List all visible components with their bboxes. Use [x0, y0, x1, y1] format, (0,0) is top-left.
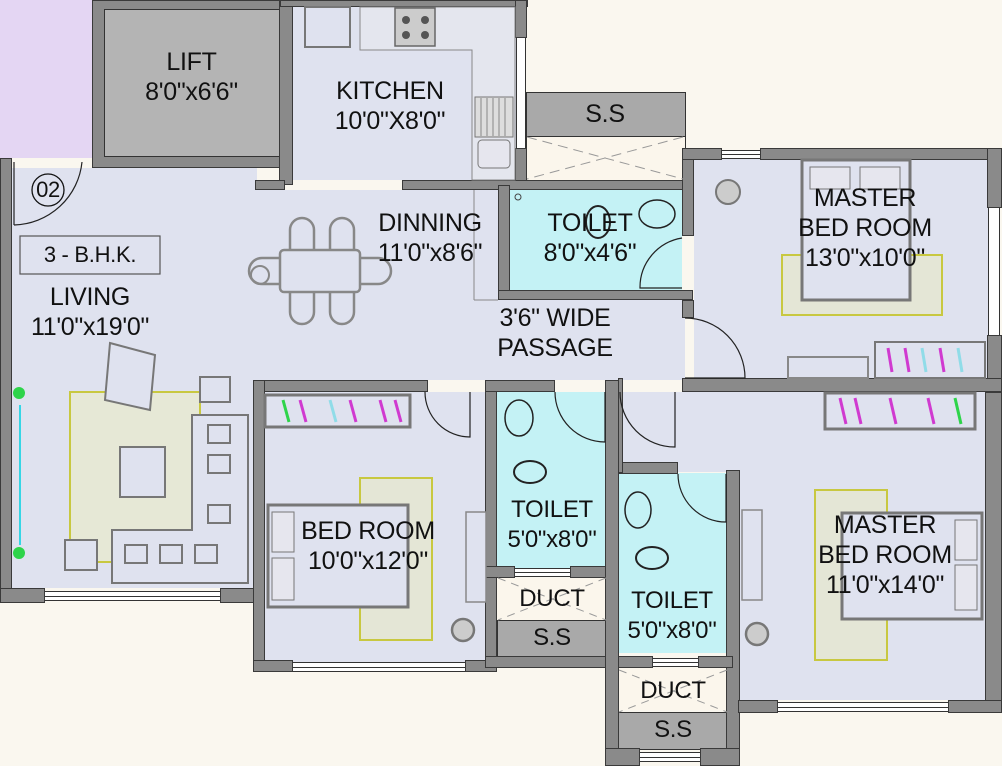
- room-size: 8'0"x4'6": [543, 239, 637, 267]
- common-area: [0, 0, 92, 158]
- window: [45, 591, 220, 601]
- master-1-door-swing-icon: [684, 317, 746, 379]
- wardrobe-icon: [823, 391, 977, 431]
- window: [653, 658, 698, 667]
- room-name: TOILET: [631, 587, 713, 614]
- wardrobe-icon: [874, 341, 986, 379]
- passage-line-2: PASSAGE: [497, 334, 613, 362]
- wc-icon: [635, 546, 669, 570]
- passage-label: 3'6" WIDE PASSAGE: [470, 303, 640, 363]
- unit-number-badge-icon: [31, 173, 65, 207]
- wc-icon: [513, 460, 547, 484]
- ss-mid-label: S.S: [533, 624, 571, 651]
- window: [515, 568, 570, 577]
- plant-icon: [13, 387, 25, 399]
- wc-icon: [585, 205, 611, 239]
- room-name-2: BED ROOM: [818, 541, 952, 569]
- sink-icon: [477, 139, 511, 169]
- wall: [253, 660, 293, 672]
- bedroom-label: BED ROOM 10'0"x12'0": [278, 516, 458, 576]
- washbasin-icon: [624, 491, 652, 529]
- washbasin-icon: [638, 199, 676, 229]
- room-name-2: BED ROOM: [798, 214, 932, 242]
- room-name: TOILET: [547, 209, 633, 237]
- toilet-top-label: TOILET 8'0"x4'6": [515, 208, 665, 268]
- room-size: 8'0"x6'6": [145, 78, 238, 106]
- wall: [498, 290, 693, 300]
- plant-icon: [13, 547, 25, 559]
- wall: [682, 148, 722, 160]
- ss-top-label: S.S: [585, 100, 625, 128]
- room-name: BED ROOM: [301, 517, 435, 545]
- ss-right: [618, 712, 730, 750]
- window: [293, 662, 465, 672]
- unit-number: 02: [36, 177, 60, 202]
- duct-mid-label: DUCT: [519, 585, 585, 612]
- duct-right-label: DUCT: [640, 677, 706, 704]
- window: [640, 752, 700, 762]
- room-size: 5'0"x8'0": [627, 617, 717, 644]
- ss-right-label: S.S: [654, 716, 692, 743]
- dining-label: DINNING 11'0"x8'6": [355, 208, 505, 268]
- unit-type-label: 3 - B.H.K.: [43, 242, 137, 267]
- window: [988, 208, 1000, 335]
- duct-right: [618, 668, 728, 710]
- window: [516, 38, 526, 148]
- room-size: 13'0"x10'0": [805, 244, 925, 272]
- wall: [698, 656, 733, 668]
- washbasin-icon: [504, 399, 534, 437]
- toilet-mid-label: TOILET 5'0"x8'0": [497, 495, 607, 555]
- master-bed-2-label: MASTER BED ROOM 11'0"x14'0": [790, 510, 980, 600]
- room-name: TOILET: [511, 496, 593, 523]
- room-name: KITCHEN: [336, 77, 444, 105]
- room-size: 11'0"x8'6": [377, 239, 483, 267]
- wall: [0, 588, 45, 603]
- window: [778, 702, 948, 712]
- bedroom-door-swing-icon: [424, 391, 471, 438]
- wall: [485, 380, 555, 392]
- room-name: MASTER: [833, 511, 937, 539]
- room-name: LIVING: [49, 283, 131, 311]
- room-name: MASTER: [813, 184, 917, 212]
- stove-icon: [394, 7, 436, 47]
- room-size: 10'0"x12'0": [308, 547, 428, 575]
- lift-car: [104, 9, 281, 157]
- ss-top-band: [526, 92, 686, 138]
- room-size: 5'0"x8'0": [507, 526, 597, 553]
- toilet-right-label: TOILET 5'0"x8'0": [616, 586, 728, 646]
- fridge-icon: [304, 6, 351, 48]
- kitchen-label: KITCHEN 10'0"X8'0": [300, 76, 480, 136]
- room-name: DINNING: [378, 209, 482, 237]
- passage-line-1: 3'6" WIDE: [499, 304, 611, 332]
- passage-floor: [480, 298, 685, 380]
- room-name: LIFT: [166, 48, 217, 76]
- lift-label: LIFT 8'0"x6'6": [104, 47, 279, 107]
- room-size: 10'0"X8'0": [334, 107, 446, 135]
- wall: [255, 180, 285, 190]
- window: [722, 150, 760, 159]
- master-bed-1-label: MASTER BED ROOM 13'0"x10'0": [770, 183, 960, 273]
- wall: [618, 378, 623, 473]
- sofa-set-icon: [64, 341, 249, 584]
- room-size: 11'0"x19'0": [30, 313, 150, 341]
- living-label: LIVING 11'0"x19'0": [10, 282, 170, 342]
- wall: [618, 656, 653, 668]
- ss-mid: [497, 620, 609, 658]
- wall: [738, 700, 778, 713]
- room-size: 11'0"x14'0": [825, 571, 945, 599]
- entry-door-swing-icon: [13, 161, 83, 226]
